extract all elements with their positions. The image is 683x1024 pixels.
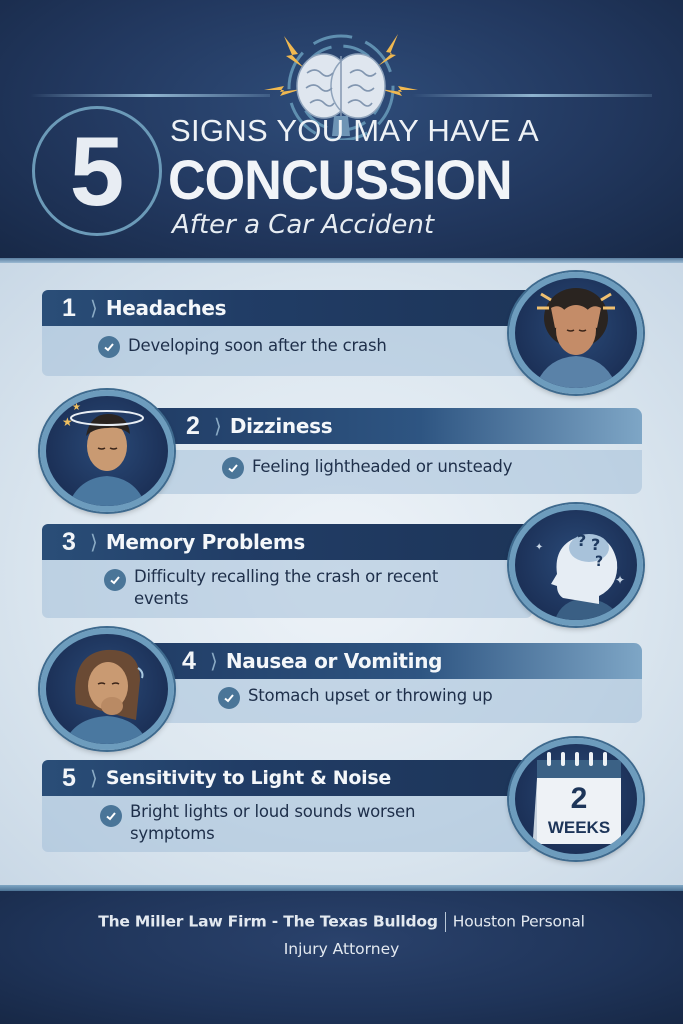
sign-number: 1 <box>62 293 76 322</box>
header: 5 SIGNS YOU MAY HAVE A CONCUSSION After … <box>0 0 683 262</box>
sign-title: Headaches <box>105 296 227 320</box>
sign-description-box: Developing soon after the crash <box>42 326 532 376</box>
sign-number: 5 <box>62 763 76 792</box>
sign-number: 2 <box>186 411 200 440</box>
head-with-question-marks-icon: ? ? ? ✦ ✦ <box>509 504 643 626</box>
chevron-right-icon: ⟩ <box>210 649 218 673</box>
dizzy-man-icon: ★ ★ <box>40 390 174 512</box>
svg-text:★: ★ <box>62 415 73 429</box>
chevron-right-icon: ⟩ <box>90 296 98 320</box>
headline-line-1: SIGNS YOU MAY HAVE A <box>170 113 539 148</box>
nauseous-woman-icon <box>40 628 174 750</box>
checkmark-icon <box>104 569 126 591</box>
svg-text:★: ★ <box>72 402 81 413</box>
firm-name: The Miller Law Firm - The Texas Bulldog <box>98 912 438 931</box>
sign-title: Sensitivity to Light & Noise <box>105 767 391 789</box>
checkmark-icon <box>222 457 244 479</box>
sign-header-bar: 4 ⟩ Nausea or Vomiting <box>150 643 642 679</box>
header-divider-right <box>412 94 652 97</box>
sign-description-box: Stomach upset or throwing up <box>150 679 642 723</box>
brain-with-lightning-icon <box>262 28 420 142</box>
svg-text:✦: ✦ <box>535 542 543 553</box>
firm-tagline-1: Houston Personal <box>452 912 585 931</box>
svg-text:?: ? <box>577 531 586 550</box>
chevron-right-icon: ⟩ <box>214 414 222 438</box>
sign-description-box: Feeling lightheaded or unsteady <box>150 450 642 494</box>
footer-border <box>0 885 683 891</box>
woman-holding-head-icon <box>509 272 643 394</box>
sign-description-box: Bright lights or loud sounds worsen symp… <box>42 796 532 852</box>
sign-description: Difficulty recalling the crash or recent… <box>134 567 439 608</box>
chevron-right-icon: ⟩ <box>90 766 98 790</box>
firm-tagline-2: Injury Attorney <box>283 940 400 958</box>
sign-number: 4 <box>182 646 196 675</box>
big-number: 5 <box>69 116 125 226</box>
sign-title: Memory Problems <box>105 530 305 554</box>
calendar-number: 2 <box>570 782 588 815</box>
sign-header-bar: 5 ⟩ Sensitivity to Light & Noise <box>42 760 532 796</box>
svg-text:?: ? <box>595 554 603 570</box>
headline-concussion: CONCUSSION <box>168 148 513 211</box>
svg-text:?: ? <box>591 535 600 554</box>
number-circle <box>32 106 162 236</box>
sign-number: 3 <box>62 527 76 556</box>
checkmark-icon <box>100 805 122 827</box>
sign-header-bar: 2 ⟩ Dizziness <box>150 408 642 444</box>
sign-description: Bright lights or loud sounds worsen symp… <box>130 802 416 843</box>
sign-description: Stomach upset or throwing up <box>248 686 493 705</box>
footer <box>0 885 683 1024</box>
sign-header-bar: 3 ⟩ Memory Problems <box>42 524 532 560</box>
sign-header-bar: 1 ⟩ Headaches <box>42 290 532 326</box>
chevron-right-icon: ⟩ <box>90 530 98 554</box>
headline-subtitle: After a Car Accident <box>172 210 435 240</box>
sign-title: Nausea or Vomiting <box>225 649 443 673</box>
header-divider-left <box>30 94 270 97</box>
sign-description: Developing soon after the crash <box>128 336 387 355</box>
calendar-icon: 2 WEEKS <box>509 738 643 860</box>
sign-description-box: Difficulty recalling the crash or recent… <box>42 560 532 618</box>
footer-line-1: The Miller Law Firm - The Texas Bulldog H… <box>0 912 683 932</box>
svg-text:✦: ✦ <box>615 573 625 587</box>
sign-title: Dizziness <box>229 414 333 438</box>
sign-description: Feeling lightheaded or unsteady <box>252 457 513 476</box>
calendar-label: WEEKS <box>547 818 611 837</box>
checkmark-icon <box>98 336 120 358</box>
checkmark-icon <box>218 687 240 709</box>
header-border <box>0 258 683 263</box>
footer-separator <box>444 912 446 932</box>
